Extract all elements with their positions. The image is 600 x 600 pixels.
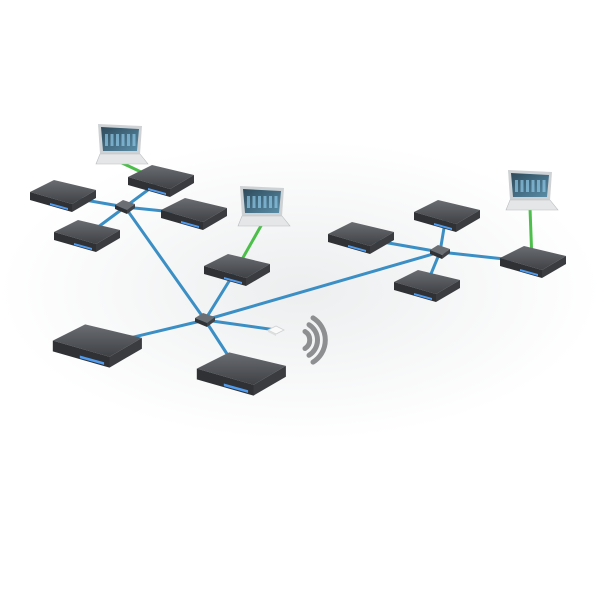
screen-meter — [515, 180, 518, 192]
screen-meter — [121, 134, 125, 146]
laptop — [95, 124, 149, 165]
device-led — [148, 188, 166, 195]
screen-meter — [263, 196, 267, 208]
laptop — [505, 170, 559, 211]
network-link — [203, 318, 278, 332]
device-side — [456, 210, 480, 232]
switch-front — [195, 318, 207, 327]
network-link — [203, 250, 442, 322]
signal-wave — [306, 322, 320, 358]
network-link — [123, 205, 207, 322]
screen-meter — [110, 134, 114, 146]
device-side — [72, 190, 96, 212]
screen-meter — [105, 134, 108, 146]
device-side — [436, 280, 460, 302]
signal-wave — [302, 329, 313, 351]
screen-meter — [531, 180, 535, 192]
screen-meter — [258, 196, 261, 208]
screen-meter — [132, 134, 136, 146]
device-top — [394, 270, 460, 294]
laptop-base — [237, 215, 291, 227]
device-top — [30, 180, 96, 204]
network-switch — [430, 245, 450, 259]
screen-meter — [247, 196, 250, 208]
audio-device — [196, 352, 286, 396]
screen-meter — [542, 180, 546, 192]
device-top — [328, 222, 394, 246]
screen-meter — [116, 134, 119, 146]
audio-device — [394, 270, 460, 302]
laptop-base — [505, 199, 559, 211]
device-led — [79, 355, 105, 365]
device-top — [54, 220, 120, 244]
device-side — [96, 230, 120, 252]
audio-device — [128, 165, 194, 197]
switch-top — [195, 313, 215, 323]
device-top — [204, 254, 270, 278]
device-top — [414, 200, 480, 224]
network-switch — [195, 313, 215, 327]
device-side — [109, 337, 142, 368]
device-side — [370, 232, 394, 254]
device-led — [348, 245, 366, 252]
screen-meter — [269, 196, 272, 208]
device-top — [52, 324, 142, 357]
audio-device — [328, 222, 394, 254]
screen-meter — [537, 180, 540, 192]
laptop — [237, 186, 291, 227]
switch-top — [430, 245, 450, 255]
device-led — [224, 277, 242, 284]
device-led — [414, 293, 432, 300]
audio-device — [161, 198, 227, 230]
device-side — [542, 256, 566, 278]
network-switch — [115, 200, 135, 214]
switch-side — [442, 249, 450, 259]
switch-front — [430, 250, 442, 259]
device-led — [434, 223, 452, 230]
signal-wave — [310, 315, 328, 365]
wireless-access-point — [267, 325, 285, 336]
device-led — [74, 243, 92, 250]
access-point-front — [268, 330, 276, 336]
device-side — [253, 365, 286, 396]
screen-meter — [274, 196, 278, 208]
device-side — [246, 264, 270, 286]
laptop-base — [95, 153, 149, 165]
switch-side — [207, 317, 215, 327]
switch-front — [115, 205, 127, 214]
audio-device — [54, 220, 120, 252]
audio-device — [204, 254, 270, 286]
device-top — [161, 198, 227, 222]
screen-meter — [520, 180, 524, 192]
wireless-signal-icon — [302, 315, 328, 365]
device-led — [181, 221, 199, 228]
audio-device — [414, 200, 480, 232]
audio-device — [30, 180, 96, 212]
device-side — [170, 175, 194, 197]
switch-top — [115, 200, 135, 210]
switch-side — [127, 204, 135, 214]
device-top — [196, 352, 286, 385]
device-led — [50, 203, 68, 210]
device-top — [128, 165, 194, 189]
device-top — [500, 246, 566, 270]
screen-meter — [526, 180, 529, 192]
screen-meter — [127, 134, 130, 146]
audio-device — [500, 246, 566, 278]
device-led — [223, 383, 249, 393]
screen-meter — [252, 196, 256, 208]
audio-device — [52, 324, 142, 368]
device-side — [203, 208, 227, 230]
device-led — [520, 269, 538, 276]
